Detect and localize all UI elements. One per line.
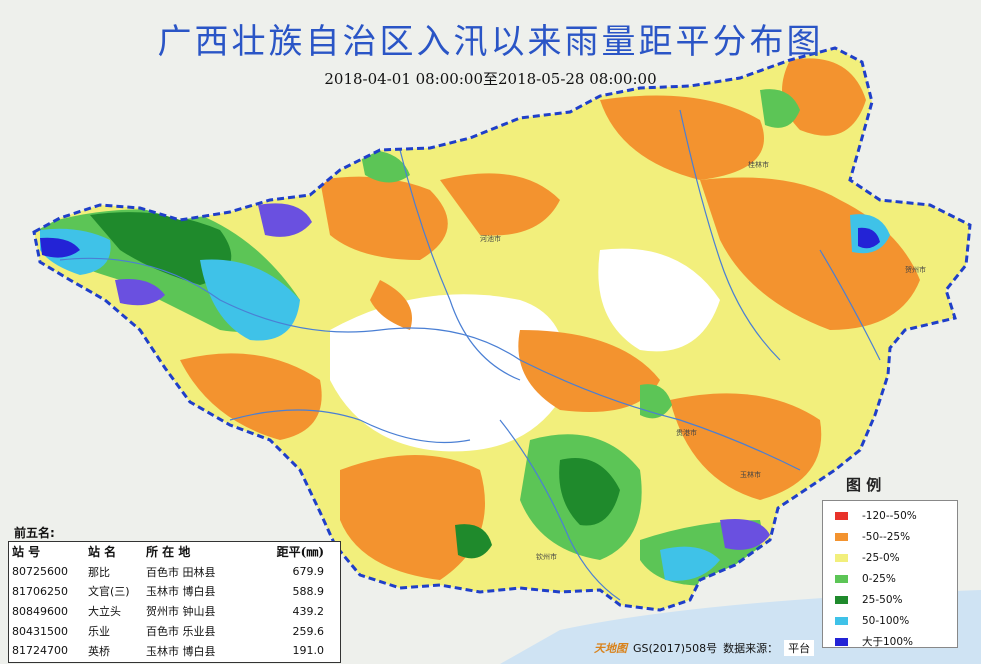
rain-zone-deficit	[670, 393, 822, 500]
legend-item: 25-50%	[823, 589, 957, 610]
legend-swatch	[835, 595, 848, 604]
column-header: 站 名	[88, 545, 117, 560]
rain-zone-surplus-mid	[455, 524, 492, 559]
city-label: 贺州市	[905, 266, 926, 274]
legend-label: 大于100%	[862, 636, 914, 648]
station-name: 乐业	[88, 625, 110, 639]
legend-item: -50--25%	[823, 526, 957, 547]
data-source-label: 数据来源：	[723, 642, 779, 655]
river-lines	[59, 109, 881, 601]
station-location: 百色市 乐业县	[146, 625, 216, 639]
station-id: 81706250	[12, 584, 68, 598]
legend-swatch	[835, 532, 848, 541]
city-label: 钦州市	[536, 553, 557, 561]
station-name: 文官(三)	[88, 585, 130, 599]
data-source-platform: 平台	[784, 640, 815, 656]
rain-zone-surplus-low	[360, 149, 410, 183]
legend-label: 50-100%	[862, 614, 910, 627]
top-five-title: 前五名:	[14, 526, 55, 540]
map-footer: 天地图 GS(2017)508号 数据来源： 平台	[594, 640, 815, 656]
rain-zone-surplus-max	[720, 519, 770, 550]
anomaly-value: 679.9	[292, 565, 325, 579]
rain-zone-surplus-low	[640, 384, 672, 419]
legend-item: -120--50%	[823, 505, 957, 526]
table-row: 81724700 英桥 玉林市 博白县 191.0	[9, 641, 340, 661]
rain-zone-deficit	[370, 280, 412, 330]
table-row: 80849600 大立头 贺州市 钟山县 439.2	[9, 601, 340, 621]
rain-zone-surplus-high	[200, 259, 300, 341]
legend-label: -50--25%	[862, 530, 911, 543]
tianditu-logo: 天地图	[594, 642, 627, 655]
rain-zone-deficit	[600, 95, 764, 180]
anomaly-value: 191.0	[292, 644, 325, 658]
legend-label: 0-25%	[862, 572, 896, 585]
map-subtitle: 2018-04-01 08:00:00至2018-05-28 08:00:00	[324, 70, 657, 88]
rain-zone-neutral	[330, 294, 565, 452]
station-id: 80725600	[12, 565, 68, 579]
rain-zone-surplus-mid	[90, 212, 232, 285]
station-location: 玉林市 博白县	[146, 644, 216, 658]
legend-item: 0-25%	[823, 568, 957, 589]
legend-swatch	[835, 637, 848, 646]
city-label: 河池市	[480, 235, 501, 243]
rain-zone-surplus-low	[760, 89, 800, 128]
rain-zone-deficit	[440, 173, 560, 236]
rain-zone-deficit	[782, 58, 866, 136]
station-location: 百色市 田林县	[146, 565, 216, 579]
legend-title: 图 例	[846, 476, 882, 494]
legend-item: -25-0%	[823, 547, 957, 568]
anomaly-value: 439.2	[292, 604, 325, 618]
rain-zone-deficit	[180, 353, 322, 440]
station-id: 80431500	[12, 624, 68, 638]
station-id: 80849600	[12, 604, 68, 618]
station-id: 81724700	[12, 644, 68, 658]
legend-item: 大于100%	[823, 631, 957, 652]
table-row: 81706250 文官(三) 玉林市 博白县 588.9	[9, 582, 340, 602]
table-row: 80725600 那比 百色市 田林县 679.9	[9, 562, 340, 582]
rain-zone-surplus-high	[660, 546, 720, 581]
anomaly-value: 588.9	[292, 584, 325, 598]
column-header: 所 在 地	[146, 545, 191, 560]
rain-zone-neutral	[598, 248, 720, 352]
station-name: 那比	[88, 565, 110, 579]
rain-zone-surplus-max	[858, 227, 880, 249]
rain-zone-deficit	[320, 176, 448, 260]
rain-zone-surplus-max	[258, 203, 312, 237]
legend-label: -25-0%	[862, 551, 900, 564]
rain-zone-surplus-max	[40, 237, 80, 258]
rain-zone-deficit	[340, 455, 485, 580]
station-name: 大立头	[88, 605, 121, 619]
column-header: 距平(㎜)	[276, 545, 324, 560]
rain-zone-surplus-mid	[559, 458, 620, 526]
city-label: 桂林市	[748, 161, 769, 169]
map-license: GS(2017)508号	[633, 642, 718, 655]
table-row: 80431500 乐业 百色市 乐业县 259.6	[9, 621, 340, 641]
legend-swatch	[835, 553, 848, 562]
anomaly-value: 259.6	[292, 624, 325, 638]
legend-swatch	[835, 511, 848, 520]
legend-label: 25-50%	[862, 593, 903, 606]
legend-label: -120--50%	[862, 509, 917, 522]
table-header-row: 站 号 站 名 所 在 地 距平(㎜)	[9, 542, 340, 562]
city-label: 贵港市	[676, 429, 697, 437]
map-title: 广西壮族自治区入汛以来雨量距平分布图	[157, 22, 824, 62]
rain-zone-surplus-max	[115, 279, 165, 306]
legend: -120--50% -50--25% -25-0% 0-25% 25-50% 5…	[822, 500, 958, 648]
legend-swatch	[835, 574, 848, 583]
station-location: 贺州市 钟山县	[146, 605, 216, 619]
rain-zone-deficit	[518, 330, 660, 412]
top-five-table: 站 号 站 名 所 在 地 距平(㎜) 80725600 那比 百色市 田林县 …	[8, 541, 341, 663]
station-name: 英桥	[88, 644, 110, 658]
column-header: 站 号	[12, 545, 41, 560]
city-label: 玉林市	[740, 471, 761, 479]
legend-item: 50-100%	[823, 610, 957, 631]
station-location: 玉林市 博白县	[146, 585, 216, 599]
legend-swatch	[835, 616, 848, 625]
